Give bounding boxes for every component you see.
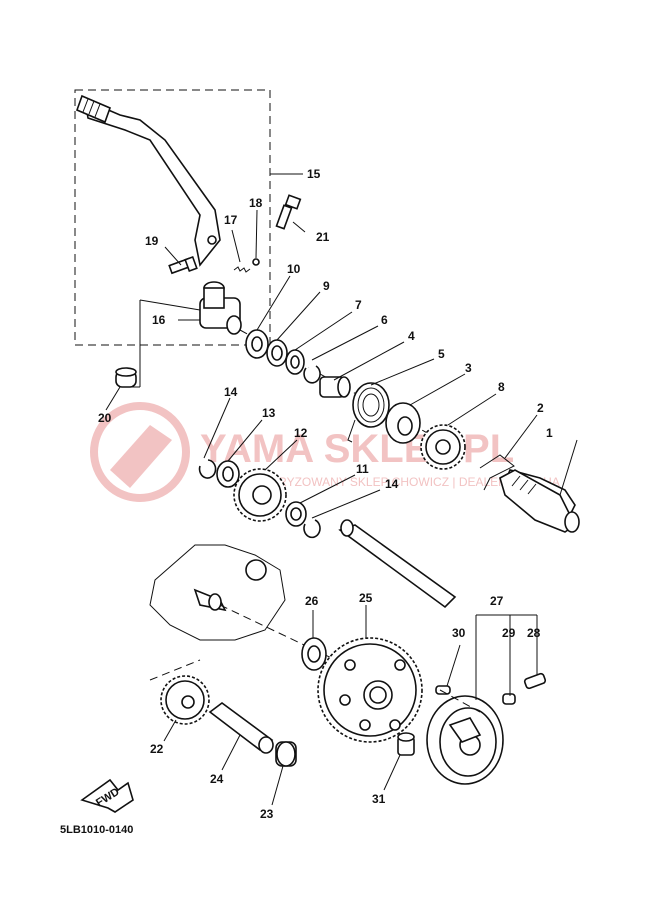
- callout-30: 30: [452, 626, 466, 640]
- circlip-6: [303, 365, 321, 384]
- callout-19: 19: [145, 234, 159, 248]
- washer-3: [385, 402, 421, 444]
- callout-4: 4: [408, 329, 415, 343]
- shaft-24: [208, 702, 274, 754]
- washer-11: [285, 501, 307, 527]
- watermark-subtext: AUTORYZOWANY SKLEP CHOWICZ | DEALER YAMA…: [245, 475, 560, 489]
- washer-9: [266, 339, 288, 367]
- bolt-19: [168, 255, 198, 275]
- watermark: YAMA SKLEP.PL AUTORYZOWANY SKLEP CHOWICZ…: [90, 402, 560, 502]
- callout-8: 8: [498, 380, 505, 394]
- callout-16: 16: [152, 313, 166, 327]
- spring-29: [502, 693, 516, 705]
- callout-22: 22: [150, 742, 164, 756]
- circlip-14-b: [303, 519, 321, 539]
- callout-31: 31: [372, 792, 386, 806]
- callout-5: 5: [438, 347, 445, 361]
- callout-14-top: 14: [224, 385, 238, 399]
- callout-20: 20: [98, 411, 112, 425]
- kick-shaft-1: [499, 469, 580, 533]
- callout-28: 28: [527, 626, 541, 640]
- kick-lever: [75, 94, 221, 267]
- callout-26: 26: [305, 594, 319, 608]
- callout-6: 6: [381, 313, 388, 327]
- callout-17: 17: [224, 213, 238, 227]
- leader-lines: [105, 173, 578, 806]
- callouts: 1 2 3 4 5 6 7 8 9 10 11 12 13 14 14 15 1…: [98, 167, 553, 821]
- spring-17: [233, 266, 251, 273]
- callout-7: 7: [355, 298, 362, 312]
- wheel-gear-25: [317, 637, 423, 743]
- starter-clutch-27: [426, 695, 504, 785]
- callout-23: 23: [260, 807, 274, 821]
- callout-25: 25: [359, 591, 373, 605]
- callout-1: 1: [546, 426, 553, 440]
- crankcase-section: [149, 544, 286, 641]
- callout-2: 2: [537, 401, 544, 415]
- callout-10: 10: [287, 262, 301, 276]
- callout-21: 21: [316, 230, 330, 244]
- callout-18: 18: [249, 196, 263, 210]
- fwd-arrow-icon: FWD: [80, 778, 134, 813]
- spring-guide-4: [319, 376, 351, 398]
- callout-27: 27: [490, 594, 504, 608]
- callout-3: 3: [465, 361, 472, 375]
- diagram-code: 5LB1010-0140: [60, 824, 133, 836]
- circlip-14-a: [198, 459, 217, 479]
- washer-13: [216, 460, 240, 488]
- callout-9: 9: [323, 279, 330, 293]
- plunger-28: [523, 672, 547, 690]
- callout-11: 11: [356, 462, 369, 476]
- callout-13: 13: [262, 406, 276, 420]
- callout-29: 29: [502, 626, 516, 640]
- dowel-20: [115, 367, 137, 388]
- idle-gear-12: [233, 468, 287, 522]
- callout-14-bottom: 14: [385, 477, 399, 491]
- torsion-spring-5: [347, 382, 390, 443]
- bolt-21: [275, 194, 302, 230]
- callout-15: 15: [307, 167, 321, 181]
- kick-gear-8: [420, 424, 466, 470]
- washer-7: [285, 349, 305, 375]
- washer-10: [245, 329, 269, 359]
- gear-22: [160, 675, 210, 725]
- roller-30: [435, 685, 451, 695]
- clip-2: [479, 454, 515, 491]
- kick-boss: [199, 281, 242, 335]
- callout-12: 12: [294, 426, 308, 440]
- idle-shaft: [338, 519, 457, 609]
- callout-24: 24: [210, 772, 224, 786]
- bearing-23: [275, 741, 297, 767]
- bolt-31: [397, 732, 415, 756]
- washer-26: [301, 637, 327, 671]
- ball-18: [252, 258, 260, 266]
